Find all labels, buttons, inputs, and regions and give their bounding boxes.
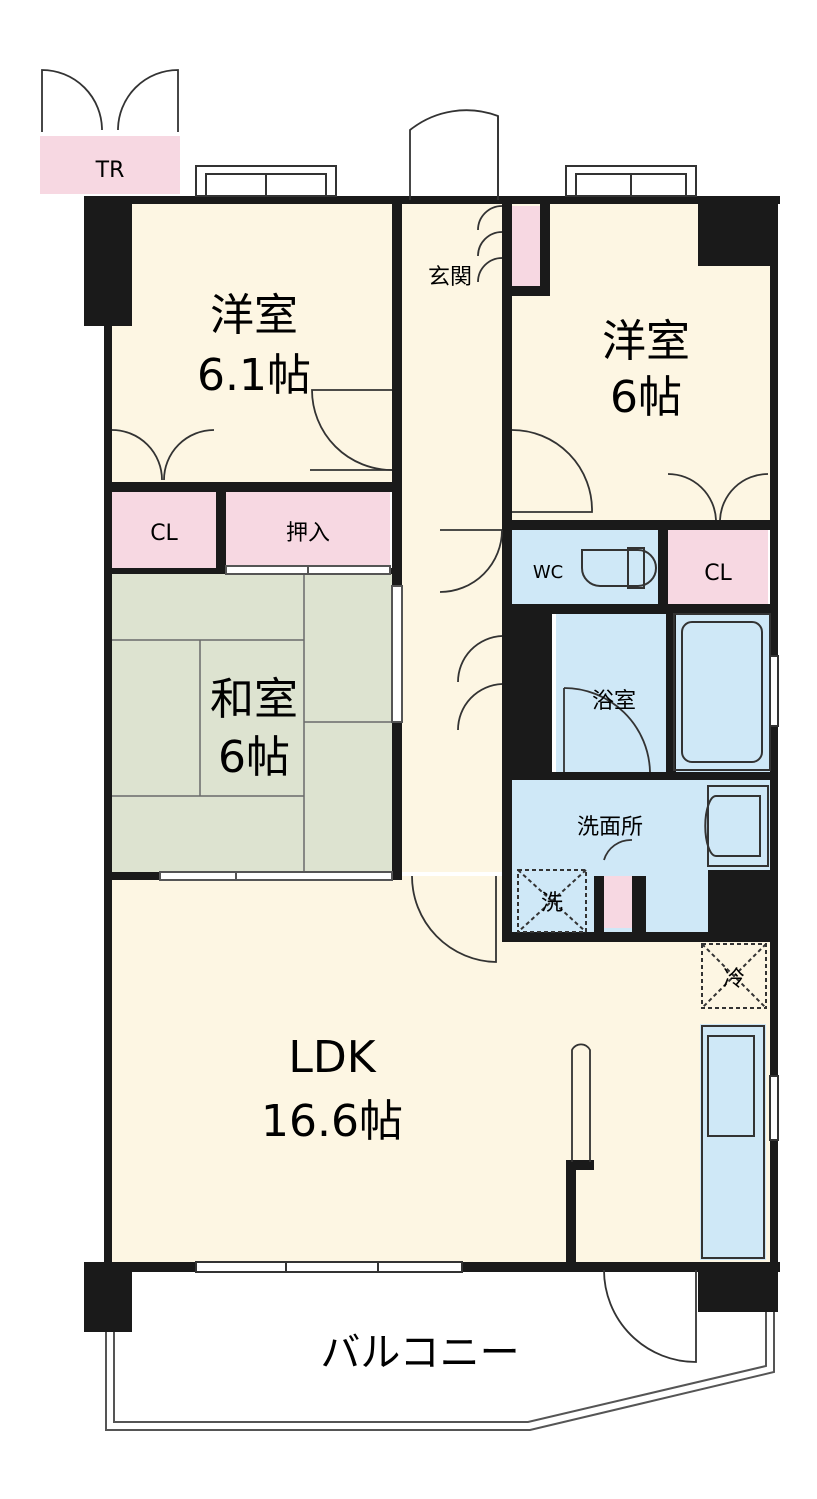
bathtub-icon (673, 613, 771, 771)
floor-toilet (510, 530, 660, 606)
floor-tatami (112, 574, 392, 872)
window-west-room (195, 165, 337, 197)
balcony (105, 1272, 775, 1431)
floor-oshiire (224, 492, 390, 566)
closet-left-label: CL (150, 521, 178, 546)
oshiire-label: 押入 (286, 521, 330, 546)
western-room-2-name: 洋室 (602, 316, 690, 367)
floor-hallway (400, 200, 506, 872)
floor-wash-cabinet (604, 876, 632, 928)
door-swings (41, 69, 769, 1363)
western-room-1-name: 洋室 (210, 290, 298, 341)
balcony-label: バルコニー (320, 1330, 519, 1376)
tatami-lines (112, 574, 392, 872)
ldk-size: 16.6帖 (261, 1096, 403, 1147)
floor-fills (40, 136, 772, 1262)
floor-closet-left (112, 490, 216, 568)
washbasin-icon (704, 785, 769, 867)
trunk-room-label: TR (95, 158, 125, 183)
western-room-2-size: 6帖 (610, 372, 682, 423)
window-bathroom (769, 655, 779, 727)
sliding-doors (159, 565, 403, 881)
fridge-icon (701, 943, 767, 1009)
western-room-1-size: 6.1帖 (197, 350, 311, 401)
window-kitchen (769, 1075, 779, 1141)
windows (195, 165, 779, 1273)
toilet-label: WC (533, 562, 563, 583)
window-east-room (565, 165, 697, 197)
closet-right-label: CL (704, 561, 732, 586)
floor-bathroom (556, 612, 770, 776)
floor-trunk-room (40, 136, 180, 194)
fridge-label: 冷 (723, 967, 745, 992)
entrance-label: 玄関 (428, 265, 472, 290)
japanese-room-name: 和室 (210, 674, 298, 725)
floor-western-room-1 (108, 200, 394, 484)
washroom-label: 洗面所 (577, 815, 643, 840)
washer-label: 洗 (541, 891, 563, 916)
floor-closet-right (666, 530, 768, 606)
washing-machine-icon (517, 869, 587, 933)
labels: TR 洋室 6.1帖 玄関 洋室 6帖 CL 押入 WC CL 和室 6帖 浴室… (95, 158, 745, 1376)
kitchen-sink-icon (701, 1025, 765, 1259)
ldk-name: LDK (288, 1032, 376, 1083)
toilet-icon (581, 547, 657, 589)
floor-kitchen-counter (700, 1024, 766, 1260)
fixtures (517, 547, 771, 1259)
japanese-room-size: 6帖 (218, 732, 290, 783)
floor-shoe-box-1 (512, 206, 540, 292)
bathroom-label: 浴室 (592, 689, 636, 714)
window-balcony (195, 1261, 463, 1273)
